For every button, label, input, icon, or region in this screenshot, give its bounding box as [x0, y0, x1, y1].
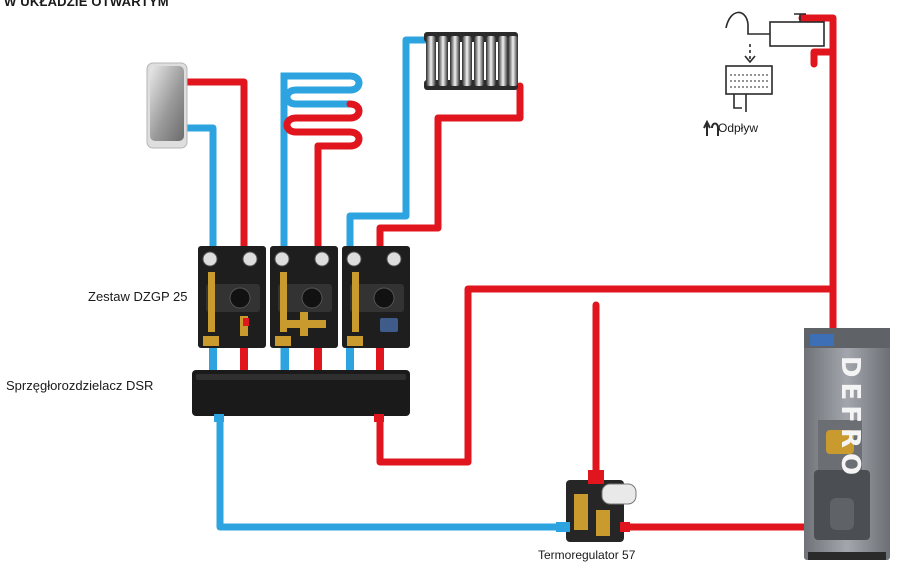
pump-group-1 [198, 246, 266, 348]
coil-heater-icon [280, 72, 363, 150]
drain-icon [703, 65, 773, 136]
manifold-label: Sprzęgłorozdzielacz DSR [6, 378, 154, 393]
connector-stubs [209, 348, 384, 372]
pump-group-2 [270, 246, 338, 348]
boiler-brand-label: DEFRO [835, 355, 865, 481]
boiler-icon [804, 328, 890, 560]
expansion-loop [810, 48, 837, 68]
manifold-icon [192, 370, 410, 422]
boiler-brand-container: DEFRO [818, 338, 882, 498]
thermoregulator-label: Termoregulator 57 [538, 548, 636, 562]
drain-label: Odpływ [718, 121, 759, 135]
diagram-title: W UKŁADZIE OTWARTYM [4, 0, 169, 9]
expansion-tank-icon [725, 11, 825, 64]
cold-return-pipe [216, 411, 570, 531]
manifold-hot-pipe [376, 285, 837, 466]
pump-set-label: Zestaw DZGP 25 [88, 289, 188, 304]
pump-group-3 [342, 246, 410, 348]
hot-water-tank-icon [146, 62, 188, 149]
radiator-icon [424, 32, 518, 90]
thermoregulator-valve-icon [556, 470, 637, 542]
boiler-hot-vertical [798, 14, 837, 334]
pipes [179, 14, 837, 531]
pump-group-icon [198, 246, 410, 348]
